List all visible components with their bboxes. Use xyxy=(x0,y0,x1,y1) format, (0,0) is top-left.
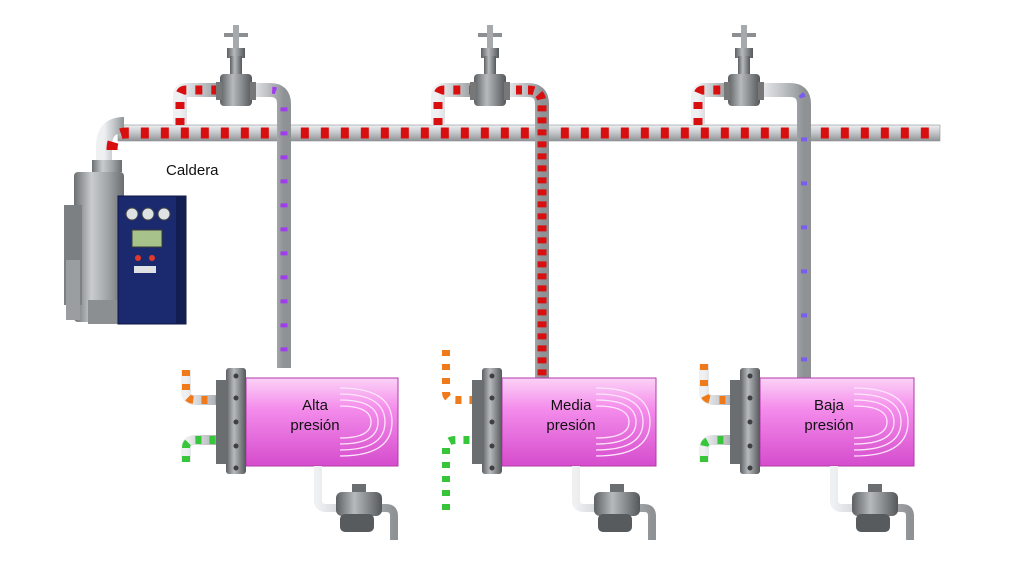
exchanger-medium-pressure xyxy=(442,350,657,540)
exchanger-label-line2: presión xyxy=(804,417,854,434)
exchanger-label-high: Alta presión xyxy=(270,396,360,436)
exchanger-label-line1: Baja xyxy=(813,397,845,414)
exchanger-label-line2: presión xyxy=(290,417,340,434)
steam-header xyxy=(96,117,941,170)
flange-icon xyxy=(472,368,502,474)
flange-icon xyxy=(216,368,246,474)
exchanger-low-pressure xyxy=(699,364,915,540)
flange-icon xyxy=(730,368,760,474)
exchanger-label-line1: Alta xyxy=(302,397,328,414)
exchanger-label-line2: presión xyxy=(546,417,596,434)
boiler-icon xyxy=(64,160,187,325)
gauge-icon xyxy=(125,207,171,221)
steam-trap-icon xyxy=(852,484,898,532)
exchanger-label-line1: Media xyxy=(550,397,592,414)
boiler-label: Caldera xyxy=(166,162,219,179)
exchanger-label-low: Baja presión xyxy=(784,396,874,436)
exchanger-high-pressure xyxy=(181,368,399,540)
steam-trap-icon xyxy=(594,484,640,532)
steam-trap-icon xyxy=(336,484,382,532)
valve-icon xyxy=(216,25,764,106)
exchanger-label-medium: Media presión xyxy=(526,396,616,436)
branch-dashes xyxy=(175,85,807,380)
